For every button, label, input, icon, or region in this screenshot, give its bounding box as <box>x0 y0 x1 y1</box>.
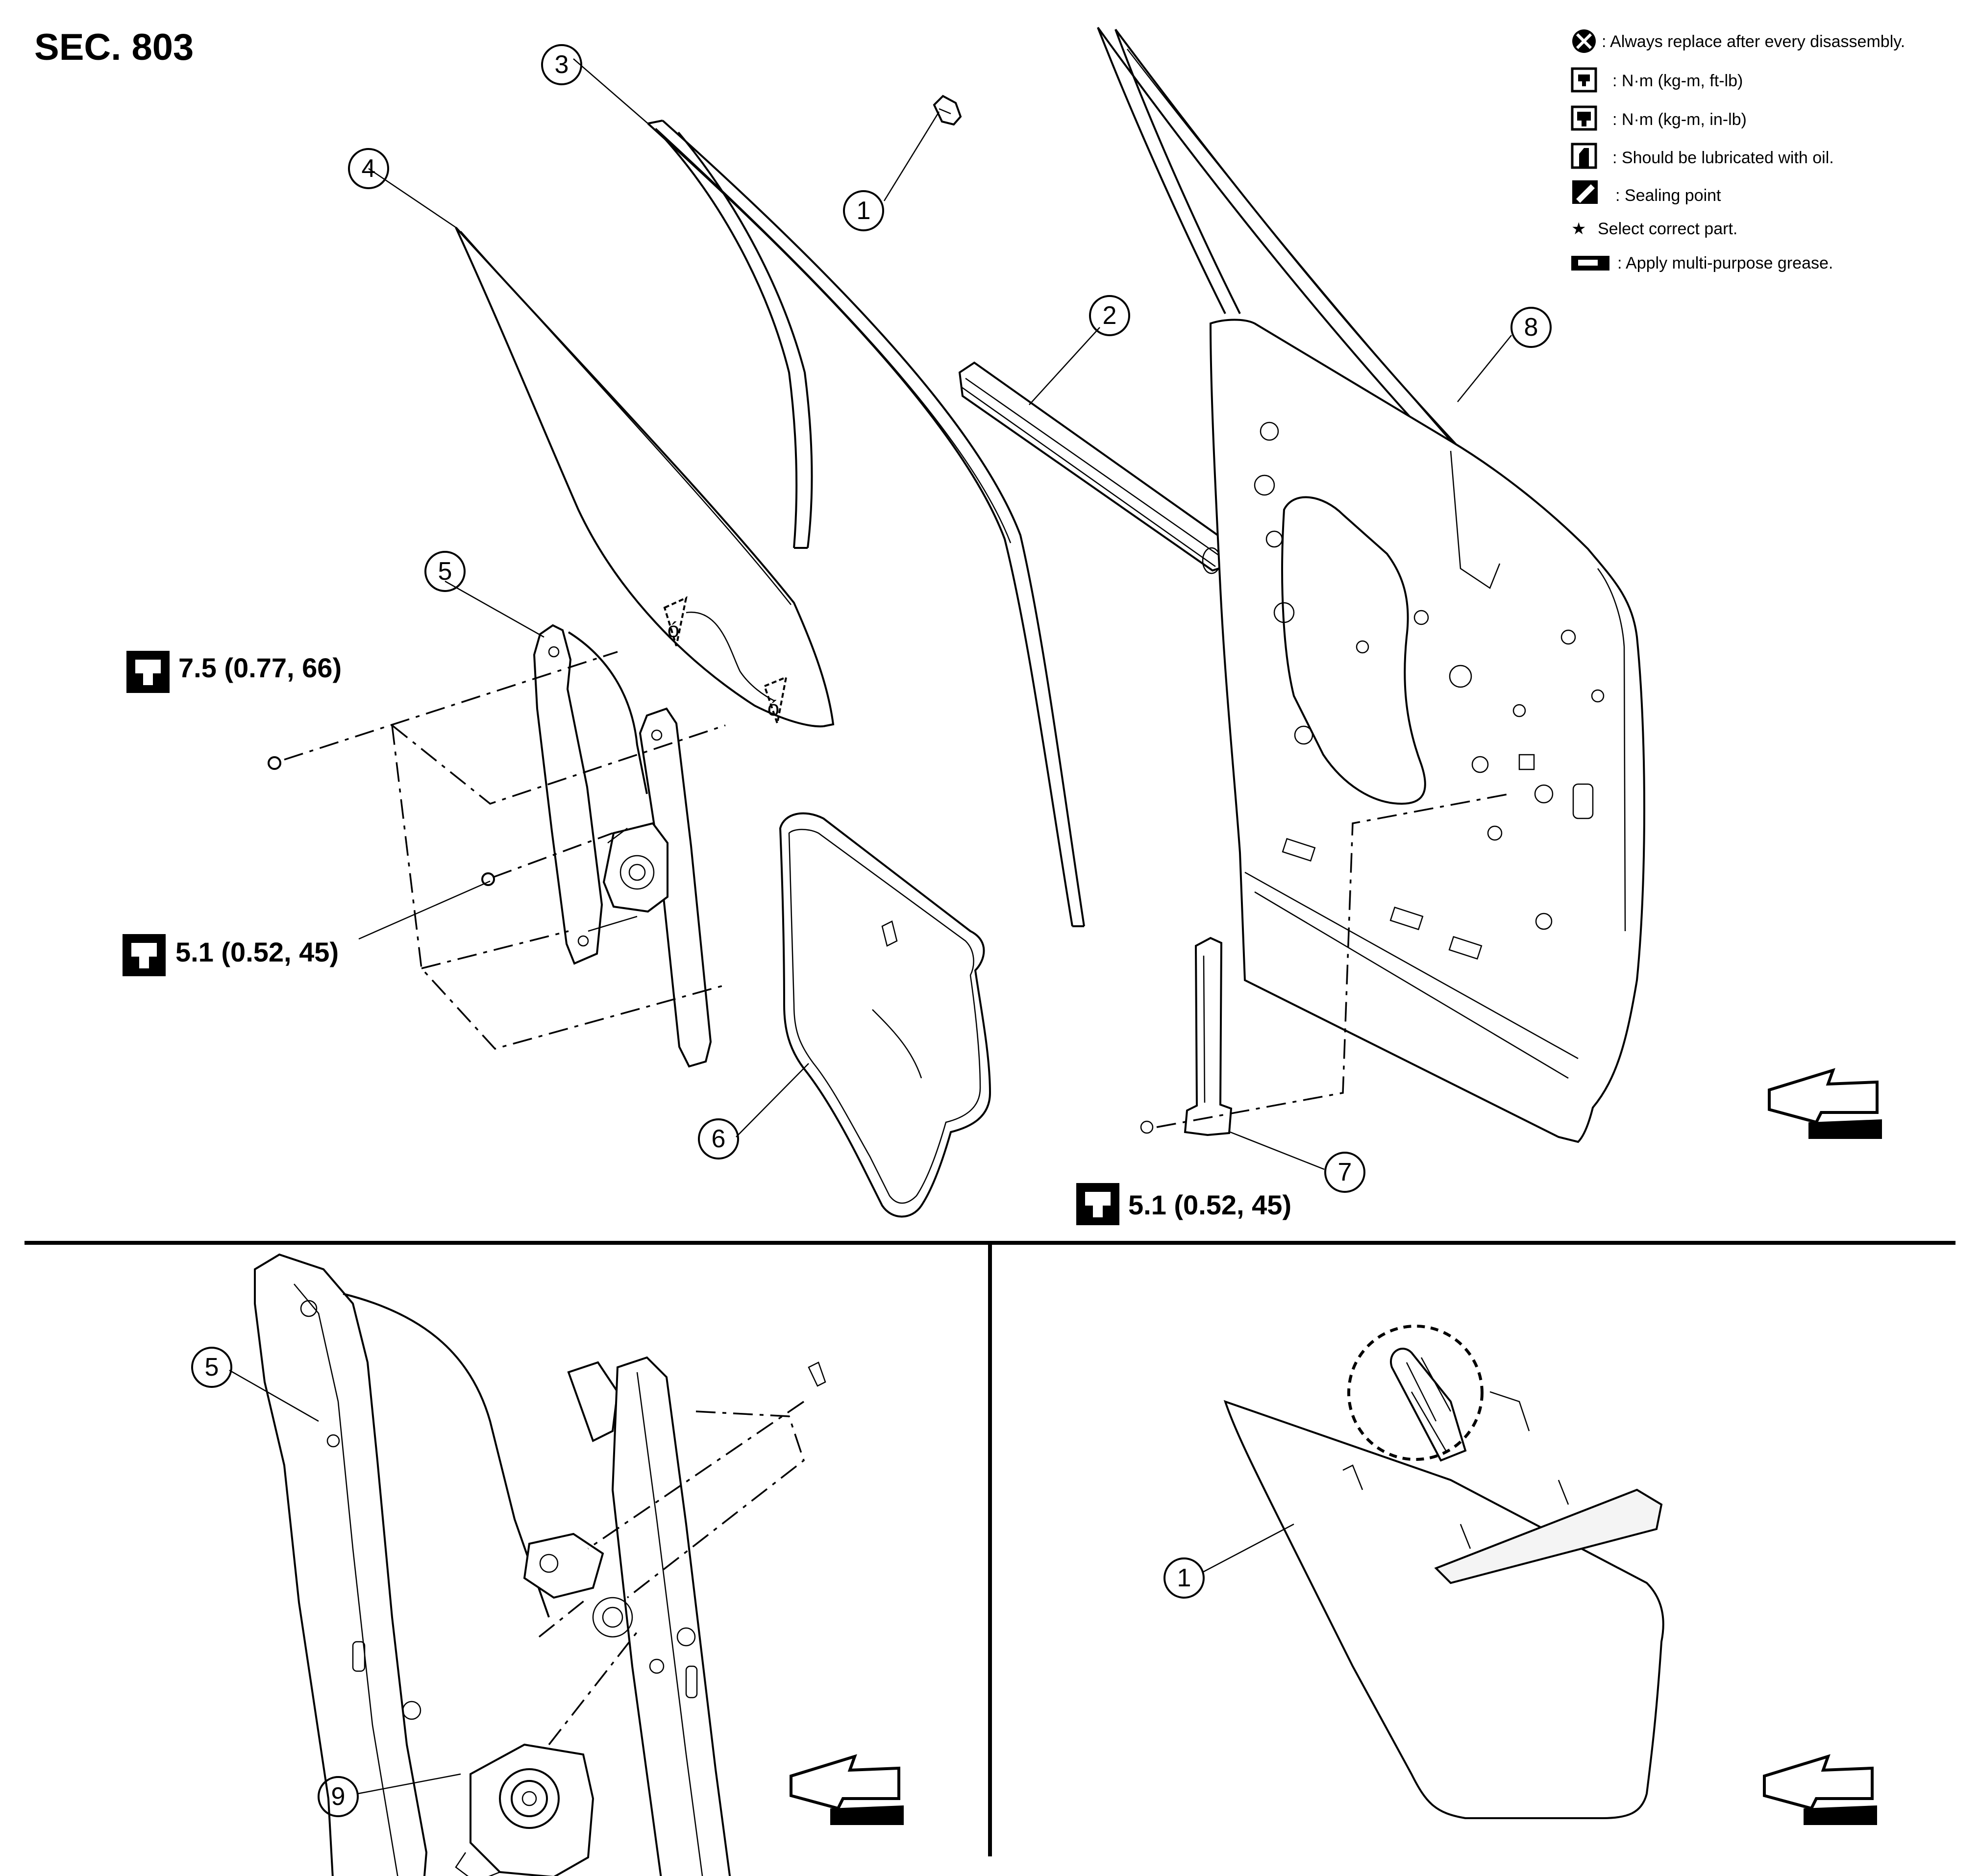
door-glass-part: ó ó <box>455 226 835 728</box>
bolt-part <box>268 756 495 886</box>
callout-5: 5 <box>424 551 466 592</box>
callout-3: 3 <box>541 44 582 85</box>
legend-text-7: : Apply multi-purpose grease. <box>1617 254 1833 272</box>
sealing-screen-part <box>779 812 991 1218</box>
callout-1: 1 <box>843 190 884 231</box>
callout-2: 2 <box>1089 295 1130 336</box>
svg-text:8: 8 <box>1524 313 1538 342</box>
legend-text-4: : Should be lubricated with oil. <box>1612 148 1834 167</box>
svg-text:5.1 (0.52, 45): 5.1 (0.52, 45) <box>1128 1189 1291 1220</box>
svg-text:4: 4 <box>362 154 376 183</box>
construction-lines-detail <box>538 1401 805 1746</box>
outside-molding-part <box>958 361 1232 574</box>
callout-detail-5: 5 <box>191 1347 232 1388</box>
rear-sash-part <box>1140 937 1233 1136</box>
callout-4: 4 <box>348 148 389 189</box>
front-direction-arrow-clip <box>1763 1754 1877 1825</box>
callout-clip-1: 1 <box>1163 1557 1205 1599</box>
svg-text:5.1 (0.52, 45): 5.1 (0.52, 45) <box>175 937 339 967</box>
callout-6: 6 <box>698 1118 739 1160</box>
leader-line-d5 <box>229 1369 319 1422</box>
svg-text:1: 1 <box>1177 1564 1191 1592</box>
legend-text-2: : N·m (kg-m, ft-lb) <box>1612 72 1743 90</box>
always-replace-icon <box>1572 29 1596 53</box>
svg-text:6: 6 <box>712 1125 726 1153</box>
svg-text:5: 5 <box>205 1353 219 1382</box>
torque-inlb-icon <box>1571 105 1597 131</box>
grease-icon <box>1571 256 1609 271</box>
sealing-point-icon <box>1572 180 1598 204</box>
section-label: SEC. 803 <box>34 26 194 68</box>
torque-spec-regulator-upper: 7.5 (0.77, 66) <box>126 651 342 693</box>
leader-lines <box>358 58 1512 1170</box>
callout-7: 7 <box>1324 1152 1365 1193</box>
door-panel-part <box>1097 26 1645 1143</box>
svg-text:7: 7 <box>1338 1158 1352 1186</box>
svg-text:1: 1 <box>857 197 871 225</box>
svg-text:9: 9 <box>331 1782 346 1811</box>
clip-detail <box>1223 1325 1664 1819</box>
svg-text:3: 3 <box>555 50 569 79</box>
lubricate-oil-icon <box>1571 143 1597 169</box>
leader-line-e1 <box>1202 1523 1294 1573</box>
front-direction-arrow <box>1768 1068 1882 1139</box>
legend-text-3: : N·m (kg-m, in-lb) <box>1612 110 1747 129</box>
leader-line-d9 <box>357 1773 461 1795</box>
front-sash-part <box>647 120 1085 927</box>
torque-ftlb-icon <box>1571 67 1597 93</box>
torque-spec-rear-sash: 5.1 (0.52, 45) <box>1076 1183 1291 1225</box>
svg-text:2: 2 <box>1103 301 1117 330</box>
legend: : Always replace after every disassembly… <box>1571 29 1905 272</box>
svg-text:ó: ó <box>668 618 679 642</box>
legend-text-5: : Sealing point <box>1615 186 1721 205</box>
clip-part <box>933 95 962 126</box>
legend-text-6: Select correct part. <box>1598 220 1737 238</box>
regulator-part <box>533 624 712 1068</box>
callout-detail-9: 9 <box>318 1776 359 1817</box>
torque-spec-regulator-lower: 5.1 (0.52, 45) <box>123 934 339 976</box>
glass-run-channel-part <box>662 131 813 549</box>
svg-text:5: 5 <box>438 557 452 586</box>
legend-text-1: : Always replace after every disassembly… <box>1602 32 1905 51</box>
svg-text:7.5 (0.77, 66): 7.5 (0.77, 66) <box>178 652 342 683</box>
star-icon: ★ <box>1571 220 1586 238</box>
callout-8: 8 <box>1510 307 1552 348</box>
construction-lines <box>284 651 1510 1128</box>
front-direction-arrow-detail <box>790 1754 904 1825</box>
